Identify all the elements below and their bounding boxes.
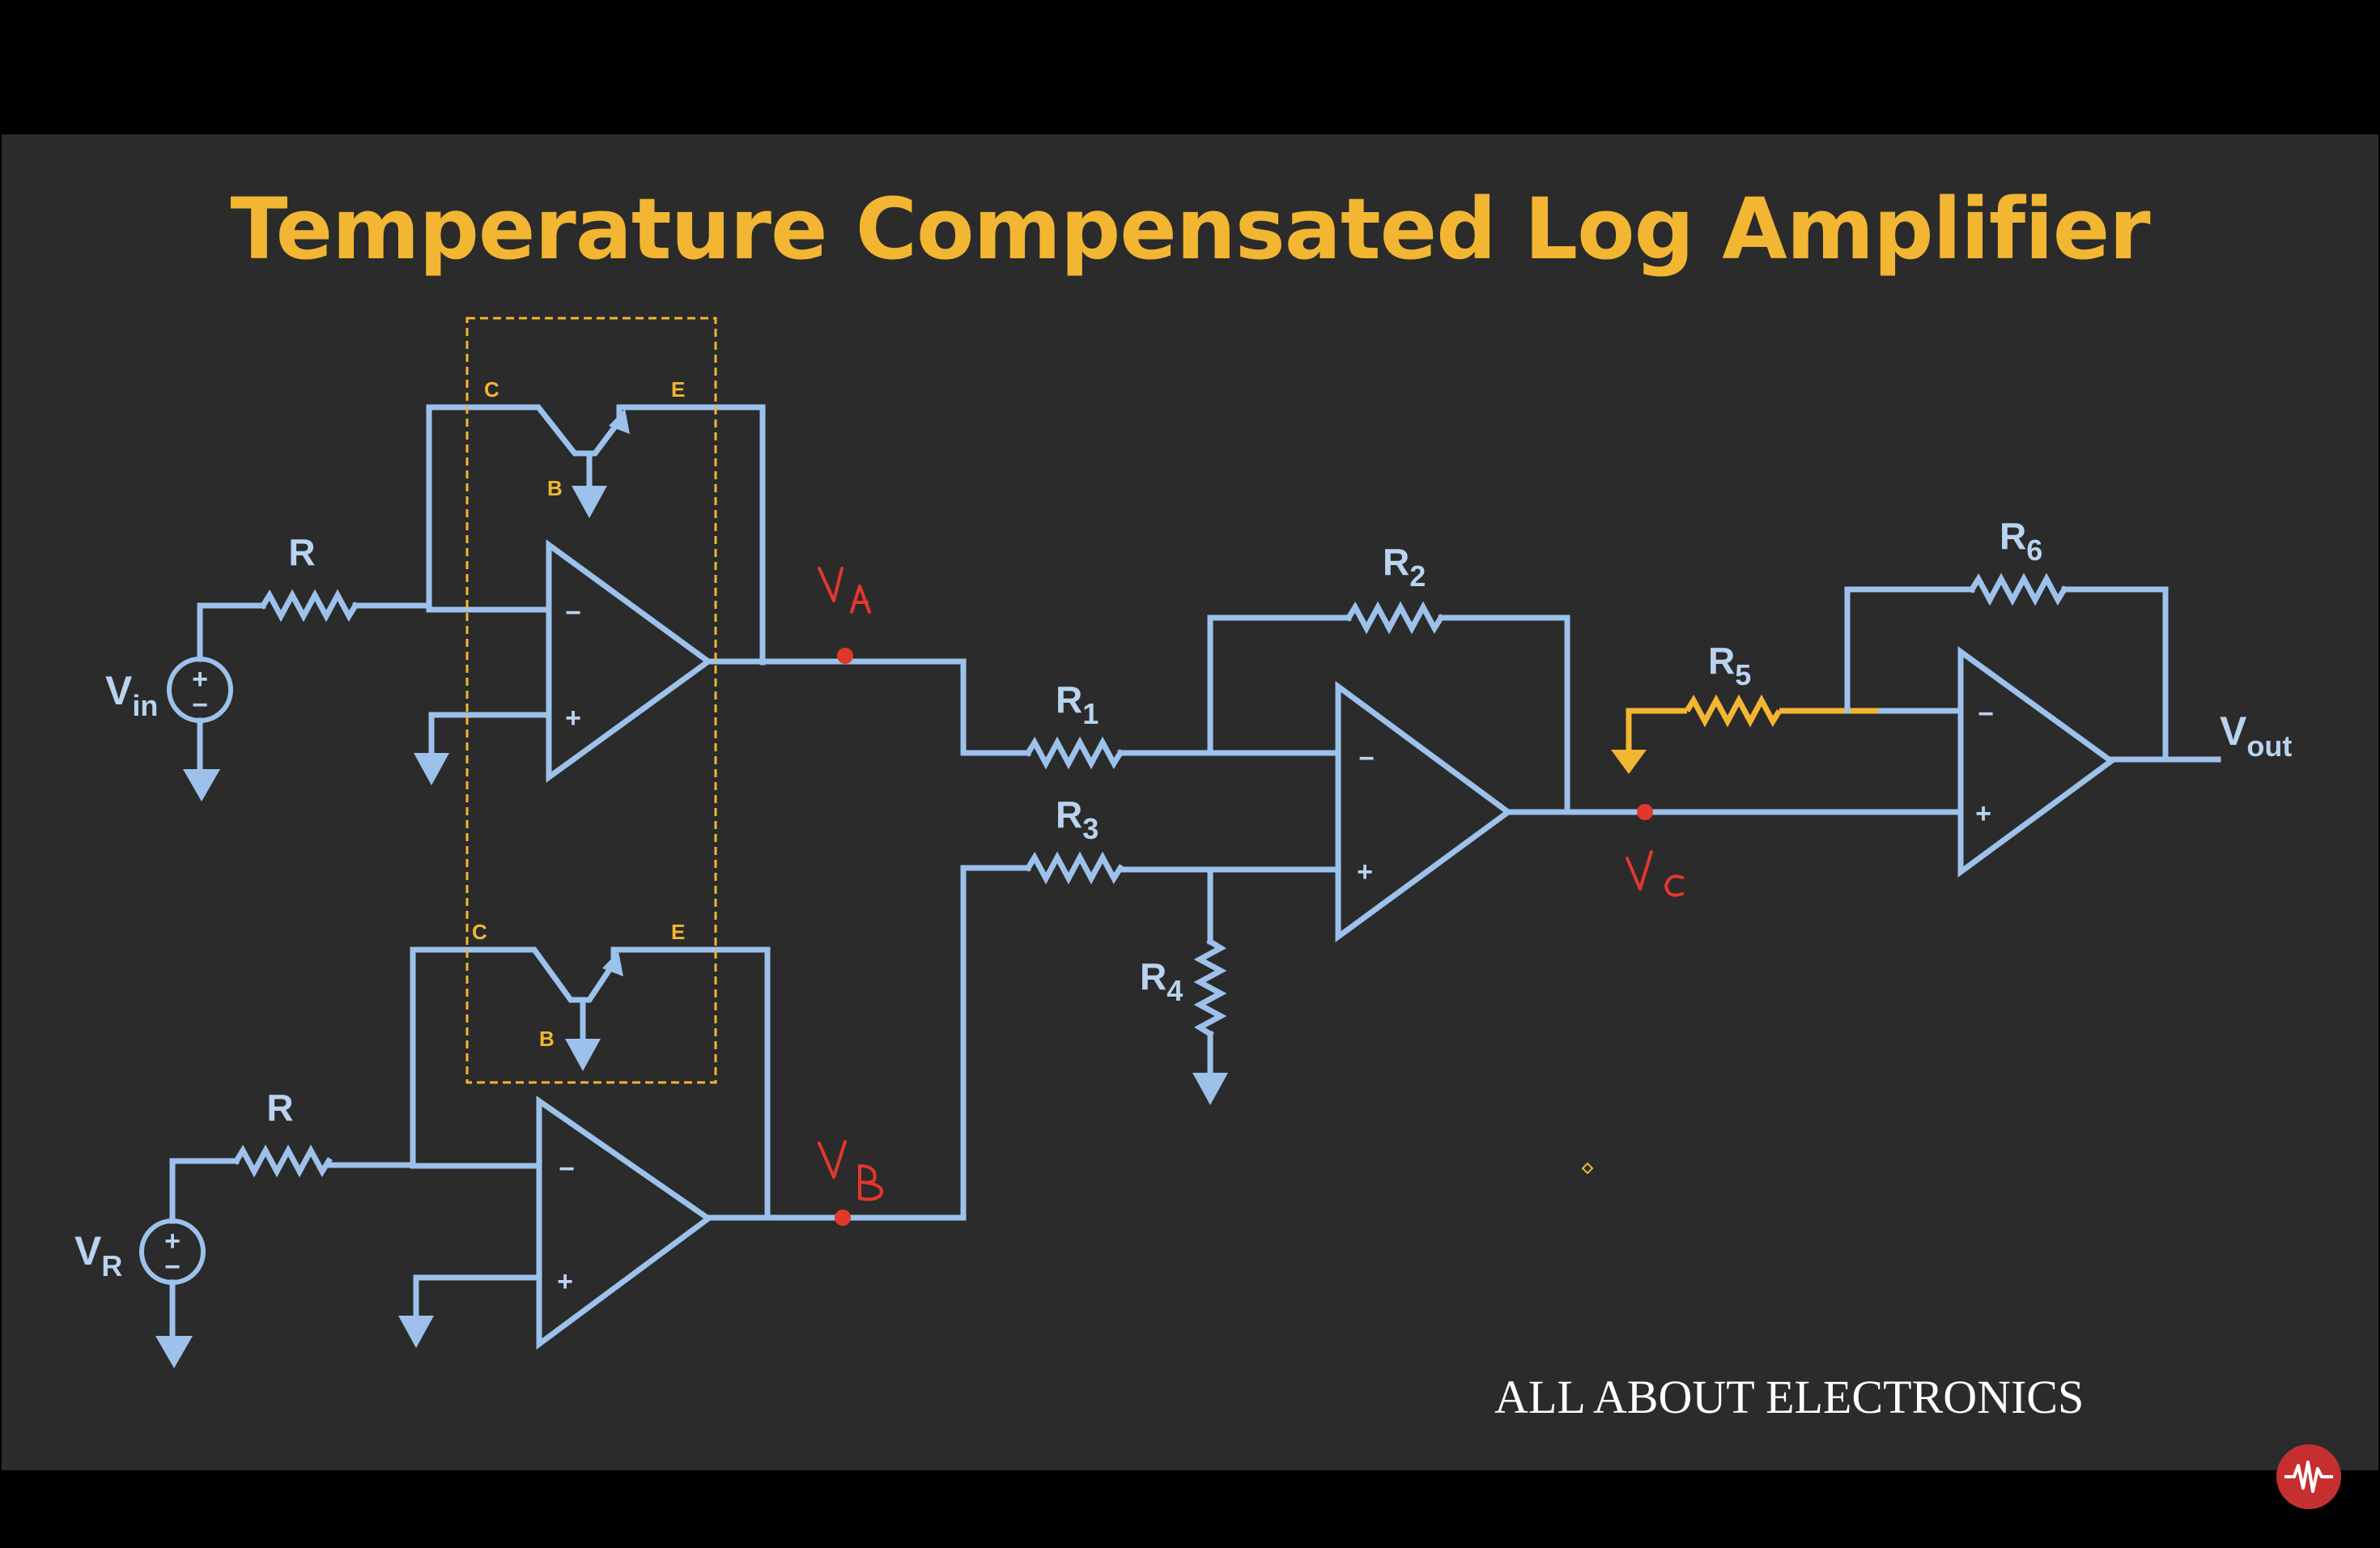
cursor-marker (1581, 1162, 1594, 1175)
annotation-vb (818, 1140, 883, 1201)
transistor-b-arrow (602, 951, 623, 976)
resistor-r-ref (232, 1144, 333, 1178)
ground-symbol (155, 1336, 193, 1368)
opamp-b-noninverting-sign: + (557, 1266, 573, 1297)
waveform-icon-glyph (2284, 1461, 2333, 1493)
resistor-r1-label: R1 (1056, 678, 1099, 730)
annotation-vb-v (818, 1140, 847, 1179)
wire-feedback-right (1438, 615, 1570, 815)
node-dot-vc (1637, 804, 1653, 820)
ground-symbol (1611, 750, 1647, 774)
ground-symbol (1192, 1073, 1228, 1105)
annotation-vc (1626, 850, 1684, 897)
resistor-r2 (1345, 601, 1445, 635)
resistor-r-ref-label: R (266, 1087, 293, 1129)
resistor-r5 (1685, 694, 1782, 728)
node-dot-va (837, 648, 853, 664)
ground-symbol (183, 769, 220, 802)
wire-va-to-r1 (705, 658, 1031, 756)
output-amplifier: R5 R6 − + Vout (1611, 515, 2292, 878)
transistor-a-body (489, 404, 766, 666)
wire-vin-to-r (197, 602, 266, 662)
wire-r-to-collector-b (325, 946, 479, 1168)
resistor-r6 (1968, 572, 2068, 606)
annotation-vc-c (1664, 874, 1684, 897)
waveform-icon (2276, 1444, 2341, 1509)
annotation-vb-b (858, 1164, 883, 1201)
opamp-c-inverting-sign: − (1358, 743, 1375, 774)
handwritten-annotations (818, 567, 1684, 1226)
wire-opamp-a-plus-to-ground (428, 712, 550, 756)
pin-label-emitter: E (671, 377, 685, 402)
wire-feedback-left (1207, 615, 1352, 756)
vr-source: + − VR (74, 1218, 206, 1285)
wire-r5-to-ground (1626, 708, 1687, 750)
vr-plus-sign: + (164, 1226, 181, 1257)
vin-plus-sign: + (192, 664, 208, 695)
pin-label-base: B (547, 476, 563, 500)
matched-transistor-box (465, 317, 717, 1084)
resistor-r3-label: R3 (1056, 793, 1099, 845)
opamp-b-inverting-sign: − (559, 1154, 575, 1184)
resistor-r6-label: R6 (2000, 515, 2042, 567)
pin-label-collector: C (484, 377, 499, 402)
wire-r-to-collector (352, 404, 495, 609)
ground-symbol (398, 1316, 434, 1348)
slide-title: Temperature Compensated Log Amplifier (230, 180, 2150, 279)
annotation-vc-v (1626, 850, 1653, 891)
resistor-r4-label: R4 (1140, 955, 1183, 1007)
annotation-va-v (818, 567, 844, 602)
opamp-b (536, 1095, 714, 1350)
ground-symbol (565, 1039, 601, 1071)
stage-a-log-amp: + − Vin R C E B − + (105, 377, 1031, 802)
transistor-b-body (473, 946, 771, 1221)
vout-label: Vout (2220, 708, 2292, 763)
transistor-a-arrow (609, 409, 630, 434)
vr-minus-sign: − (164, 1252, 181, 1282)
stage-b-log-amp: + − VR R C E B − + (74, 865, 1031, 1368)
pin-label-collector: C (472, 920, 487, 944)
wire-vr-to-r (169, 1158, 240, 1224)
pin-label-emitter: E (671, 920, 685, 944)
resistor-r-input-label: R (288, 531, 315, 573)
node-dot-vb (835, 1210, 851, 1226)
opamp-c (1335, 681, 1513, 942)
resistor-r-input (259, 589, 359, 623)
vin-minus-sign: − (192, 690, 208, 721)
ground-symbol (414, 753, 449, 785)
brand-watermark: ALL ABOUT ELECTRONICS (1494, 1371, 2085, 1423)
pin-label-base: B (539, 1027, 555, 1051)
transistor-a: C E B (484, 377, 766, 666)
opamp-d-noninverting-sign: + (1975, 798, 1991, 829)
opamp-a (546, 539, 713, 783)
wire-r6-right (2061, 586, 2169, 763)
resistor-r2-label: R2 (1383, 541, 1426, 593)
resistor-r1 (1024, 736, 1124, 770)
ground-symbol (572, 486, 607, 518)
transistor-b: C E B (472, 920, 771, 1221)
annotation-va (818, 567, 871, 614)
difference-amplifier: R1 R2 R3 R4 − + (1024, 541, 1961, 1105)
opamp-a-noninverting-sign: + (565, 703, 581, 734)
wire-opamp-b-plus-to-ground (413, 1274, 541, 1319)
vr-label: VR (74, 1228, 122, 1282)
resistor-r3 (1024, 851, 1124, 885)
opamp-c-noninverting-sign: + (1357, 857, 1373, 887)
opamp-d-inverting-sign: − (1978, 699, 1994, 729)
annotation-va-a (850, 585, 871, 614)
vin-label: Vin (105, 668, 158, 722)
opamp-a-inverting-sign: − (565, 598, 581, 628)
opamp-d (1957, 646, 2116, 878)
wire-vb-to-r3 (705, 865, 1031, 1221)
vin-source: + − Vin (105, 657, 233, 723)
resistor-r4 (1193, 938, 1227, 1038)
resistor-r5-label: R5 (1708, 640, 1751, 691)
wire-r6-left (1844, 586, 1975, 714)
